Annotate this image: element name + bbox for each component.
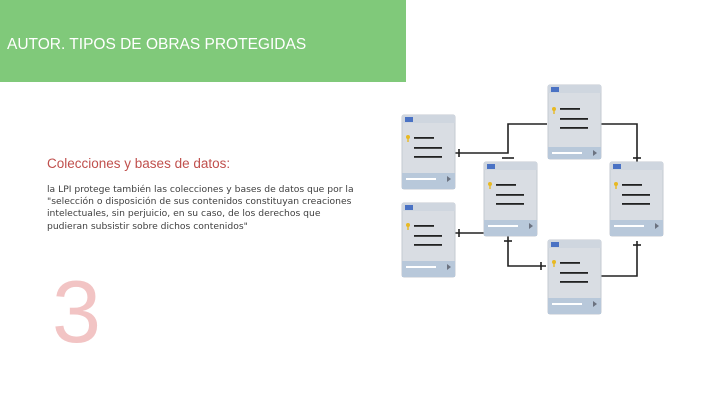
slide-number: 3 xyxy=(52,262,101,361)
db-table-6 xyxy=(547,239,602,315)
connector-mid-left xyxy=(455,232,546,267)
page-title: AUTOR. TIPOS DE OBRAS PROTEGIDAS xyxy=(7,36,307,53)
db-table-3 xyxy=(609,161,664,237)
section-body: la LPI protege también las colecciones y… xyxy=(47,184,354,232)
connector-top-left xyxy=(455,123,547,154)
db-table-4 xyxy=(483,161,538,237)
db-table-2 xyxy=(401,114,456,190)
section-heading: Colecciones y bases de datos: xyxy=(47,156,231,171)
db-table-5 xyxy=(401,202,456,278)
db-table-1 xyxy=(547,84,602,160)
relationship-lines xyxy=(455,123,638,277)
header-banner: AUTOR. TIPOS DE OBRAS PROTEGIDAS xyxy=(0,0,406,82)
database-schema-icon xyxy=(401,84,664,315)
connector-mid-right xyxy=(601,241,638,277)
connector-top-right xyxy=(601,123,638,163)
